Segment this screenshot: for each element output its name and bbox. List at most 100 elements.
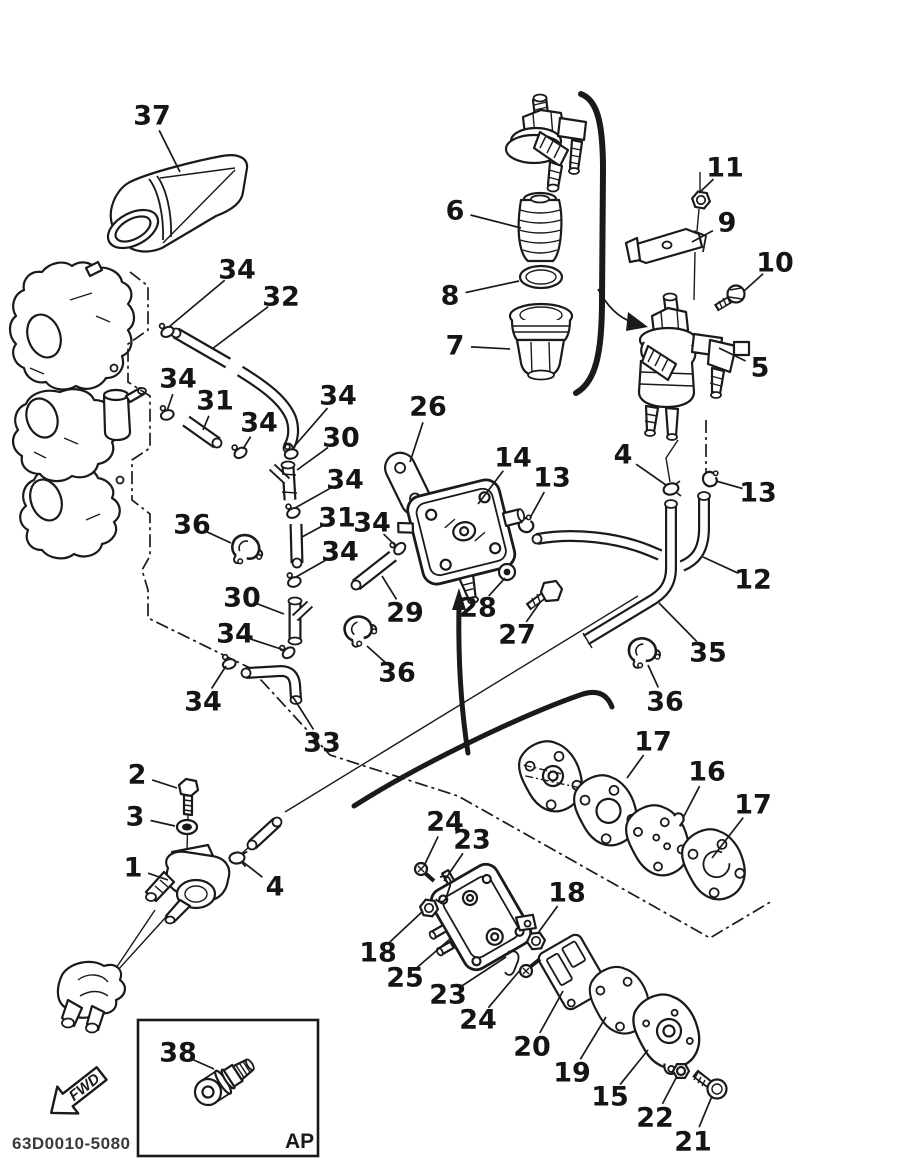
callout-leader-36 [206,530,232,544]
callout-36: 36 [646,687,684,718]
callout-leader-29 [381,575,398,600]
callout-7: 7 [446,331,465,362]
clip-13 [700,467,721,489]
callout-28: 28 [459,593,497,624]
callout-leader-33 [292,696,315,730]
fuel-pump-14 [397,478,526,605]
callout-34: 34 [319,381,357,412]
callout-leader-34 [295,559,327,578]
callout-leader-1 [147,872,169,881]
plug-38 [193,1058,255,1107]
bolt-10 [713,284,746,312]
callout-4: 4 [266,872,285,903]
group-sweep-line [351,690,615,809]
callout-23: 23 [453,825,491,856]
callout-leader-14 [477,470,504,505]
callout-34: 34 [321,537,359,568]
callout-34: 34 [159,364,197,395]
filter-bracket-9 [624,227,707,265]
callout-leader-30 [296,446,329,471]
callout-leader-11 [698,178,715,194]
callout-leader-19 [579,1016,607,1060]
callout-30: 30 [322,423,360,454]
callout-leader-23 [443,852,464,882]
callout-34: 34 [240,408,278,439]
assembly-direction-arrow [456,603,471,756]
callout-21: 21 [674,1127,712,1158]
callout-leader-6 [470,214,522,229]
callout-36: 36 [173,510,211,541]
callout-leader-17 [711,817,744,859]
callout-leader-9 [691,229,714,243]
callout-32: 32 [262,282,300,313]
filter-cap-assembly [504,93,588,193]
callout-1: 1 [124,853,143,884]
washer-28 [497,562,517,582]
spring-clamp-36 [340,610,381,651]
callout-leader-25 [416,938,451,969]
callout-17: 17 [634,727,672,758]
nut-11 [689,189,713,211]
callout-34: 34 [216,619,254,650]
bolt-21 [692,1069,728,1100]
callout-26: 26 [409,392,447,423]
callout-leader-7 [470,346,511,350]
screw-24 [518,957,542,979]
callout-labels: 3734326119108753431343430261413413343134… [124,101,794,1158]
callout-5: 5 [751,353,770,384]
boundary-lines [127,271,773,939]
callout-18: 18 [548,878,586,909]
callout-leader-8 [465,280,520,294]
pin-23 [504,950,520,976]
callout-leader-36 [366,645,386,663]
o-ring-8 [518,264,564,290]
clip-34 [230,442,251,462]
callout-3: 3 [126,802,145,833]
callout-leader-34 [249,638,285,651]
callout-leader-lines [147,129,764,1128]
callout-leader-2 [151,779,178,789]
nut-18 [525,931,547,951]
callout-11: 11 [706,153,744,184]
callout-leader-37 [158,129,181,173]
callout-leader-28 [488,577,506,597]
callout-20: 20 [513,1032,551,1063]
washer-22 [671,1062,691,1080]
callout-34: 34 [184,687,222,718]
callout-34: 34 [326,465,364,496]
callout-leader-38 [192,1058,215,1070]
callout-2: 2 [128,760,147,791]
part-code: 63D0010-5080 [12,1134,130,1153]
callout-leader-24 [487,968,522,1009]
callout-23: 23 [429,980,467,1011]
bolt-2 [177,777,200,851]
callout-leader-21 [698,1095,713,1128]
callout-36: 36 [378,658,416,689]
washer-3 [175,818,199,836]
callout-22: 22 [636,1103,674,1134]
callout-leader-34 [166,393,174,412]
callout-leader-3 [150,819,176,827]
callout-leader-26 [409,421,424,463]
callout-18: 18 [359,938,397,969]
callout-19: 19 [553,1058,591,1089]
callout-leader-22 [661,1077,677,1105]
callout-leader-12 [702,556,739,575]
callout-9: 9 [718,208,737,239]
callout-leader-20 [539,990,564,1034]
callout-leader-34 [242,436,252,450]
callout-leader-10 [743,273,764,292]
callout-34: 34 [353,508,391,539]
callout-10: 10 [756,248,794,279]
carb-pump-group [413,729,759,1100]
fuel-filter-5 [637,172,751,441]
callout-leader-13 [715,480,743,490]
inset-code-label: AP [285,1130,314,1153]
callout-leader-32 [211,305,269,350]
spring-clamp-36 [626,635,663,670]
mount-connector [56,960,126,1034]
callout-16: 16 [688,757,726,788]
callout-leader-5 [718,347,746,362]
